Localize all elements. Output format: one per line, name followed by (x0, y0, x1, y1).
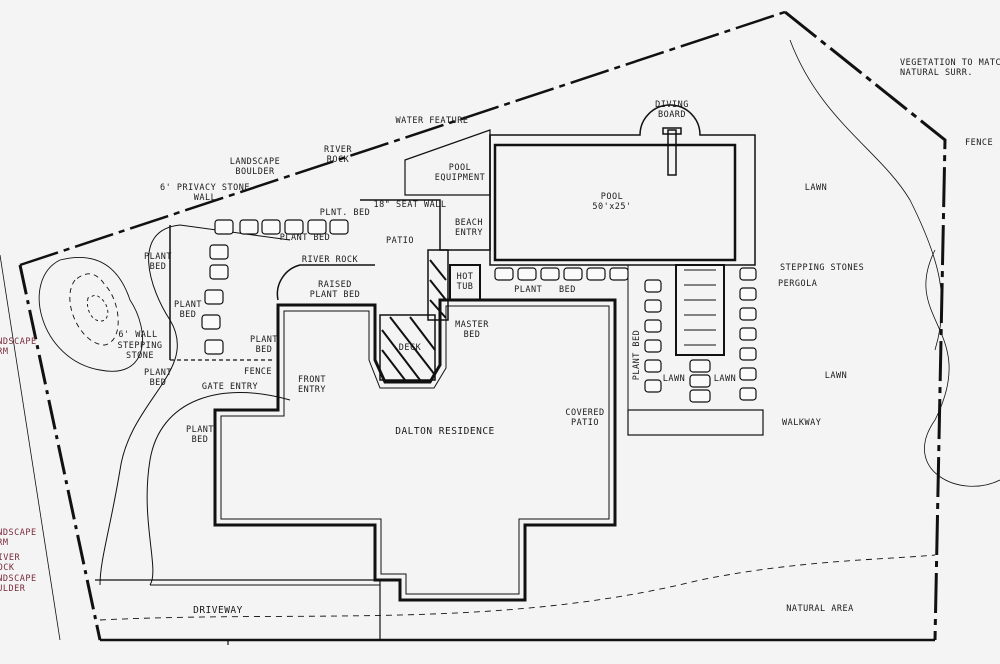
plant-bed-d-label: PLANT BED (185, 425, 215, 445)
landscape-berm-upper-label: LANDSCAPE BERM (0, 337, 37, 357)
pergola-label: PERGOLA (778, 279, 818, 289)
water-feature-label: WATER FEATURE (395, 116, 469, 126)
deck (379, 314, 436, 381)
driveway (95, 579, 381, 645)
natural-area-label: NATURAL AREA (786, 604, 854, 614)
natural-area-dash (99, 554, 936, 621)
river-rock-mid-label: RIVER ROCK (301, 255, 359, 265)
pool-label: POOL 50'x25' (592, 192, 632, 212)
deck-label: DECK (398, 343, 422, 353)
river-rock-top-label: RIVER ROCK (323, 145, 353, 165)
hot-tub (449, 264, 481, 301)
pool-deck (489, 104, 756, 266)
walkway (627, 409, 764, 436)
master-bed-label: MASTER BED (455, 320, 489, 340)
beach-entry-label: BEACH ENTRY (454, 218, 484, 238)
stepping-stones (201, 219, 757, 403)
lawn-label-3: LAWN (662, 374, 686, 384)
landscape-berm-lower-label: LANDSCAPE BERM (0, 528, 37, 548)
diving-board-label: DIVING BOARD (655, 100, 689, 120)
natural-area-edge (924, 249, 1000, 487)
gate-entry-label: GATE ENTRY (201, 382, 259, 392)
plant-bed-pool-label: PLANT BED (514, 285, 576, 295)
fence-left-label: FENCE (243, 367, 273, 377)
stepping-stone-label: STEPPING STONE (117, 341, 163, 361)
walkway-label: WALKWAY (782, 418, 822, 428)
berm-contours (38, 256, 143, 372)
property-fence-right (784, 10, 947, 641)
pool (493, 143, 737, 262)
driveway-label: DRIVEWAY (193, 605, 243, 616)
pool-equipment-label: POOL EQUIPMENT (434, 163, 486, 183)
left-boundary-line (0, 254, 61, 641)
garden-curve (99, 224, 291, 586)
lawn-label-2: LAWN (824, 371, 848, 381)
plant-bed-top-label: PLNT. BED (319, 208, 371, 218)
deck-walk (427, 249, 449, 321)
lawn-label-1: LAWN (804, 183, 828, 193)
hot-tub-label: HOT TUB (456, 272, 474, 292)
seat-wall-label: 18" SEAT WALL (373, 200, 447, 210)
stepping-stones-label: STEPPING STONES (780, 263, 865, 273)
lawn-label-4: LAWN (713, 374, 737, 384)
fence-right-label: FENCE (965, 138, 994, 148)
plant-bed-vertical-label: PLANT BED (632, 329, 642, 381)
landscape-boulder-lower-label: LANDSCAPE BOULDER (0, 574, 37, 594)
plant-bed-c-label: PLANT BED (143, 368, 173, 388)
covered-patio-label: COVERED PATIO (565, 408, 605, 428)
river-rock-lower-label: RIVER ROCK (0, 553, 21, 573)
patio-label: PATIO (385, 236, 415, 246)
plant-bed-a-label: PLANT BED (173, 300, 203, 320)
privacy-wall-label: 6' PRIVACY STONE WALL (160, 183, 250, 203)
landscape-boulder-top-label: LANDSCAPE BOULDER (229, 157, 281, 177)
diving-board (667, 129, 677, 176)
plant-bed-mid-label: PLANT BED (279, 233, 331, 243)
property-fence-top (19, 10, 786, 267)
plant-bed-b-label: PLANT BED (249, 335, 279, 355)
house-outline (213, 298, 617, 602)
equipment-pad (404, 129, 491, 196)
raised-plant-bed-label: RAISED PLANT BED (309, 280, 361, 300)
seat-wall (360, 135, 491, 251)
plant-bed-left-label: PLANT BED (143, 252, 173, 272)
wall-6-label: 6' WALL (118, 330, 158, 340)
property-fence-left (18, 264, 102, 641)
vegetation-label: VEGETATION TO MATCH NATURAL SURR. (900, 58, 1000, 78)
pergola (675, 264, 725, 356)
front-entry-label: FRONT ENTRY (297, 375, 327, 395)
vegetation-edge (789, 39, 943, 351)
house-label: DALTON RESIDENCE (395, 426, 495, 437)
